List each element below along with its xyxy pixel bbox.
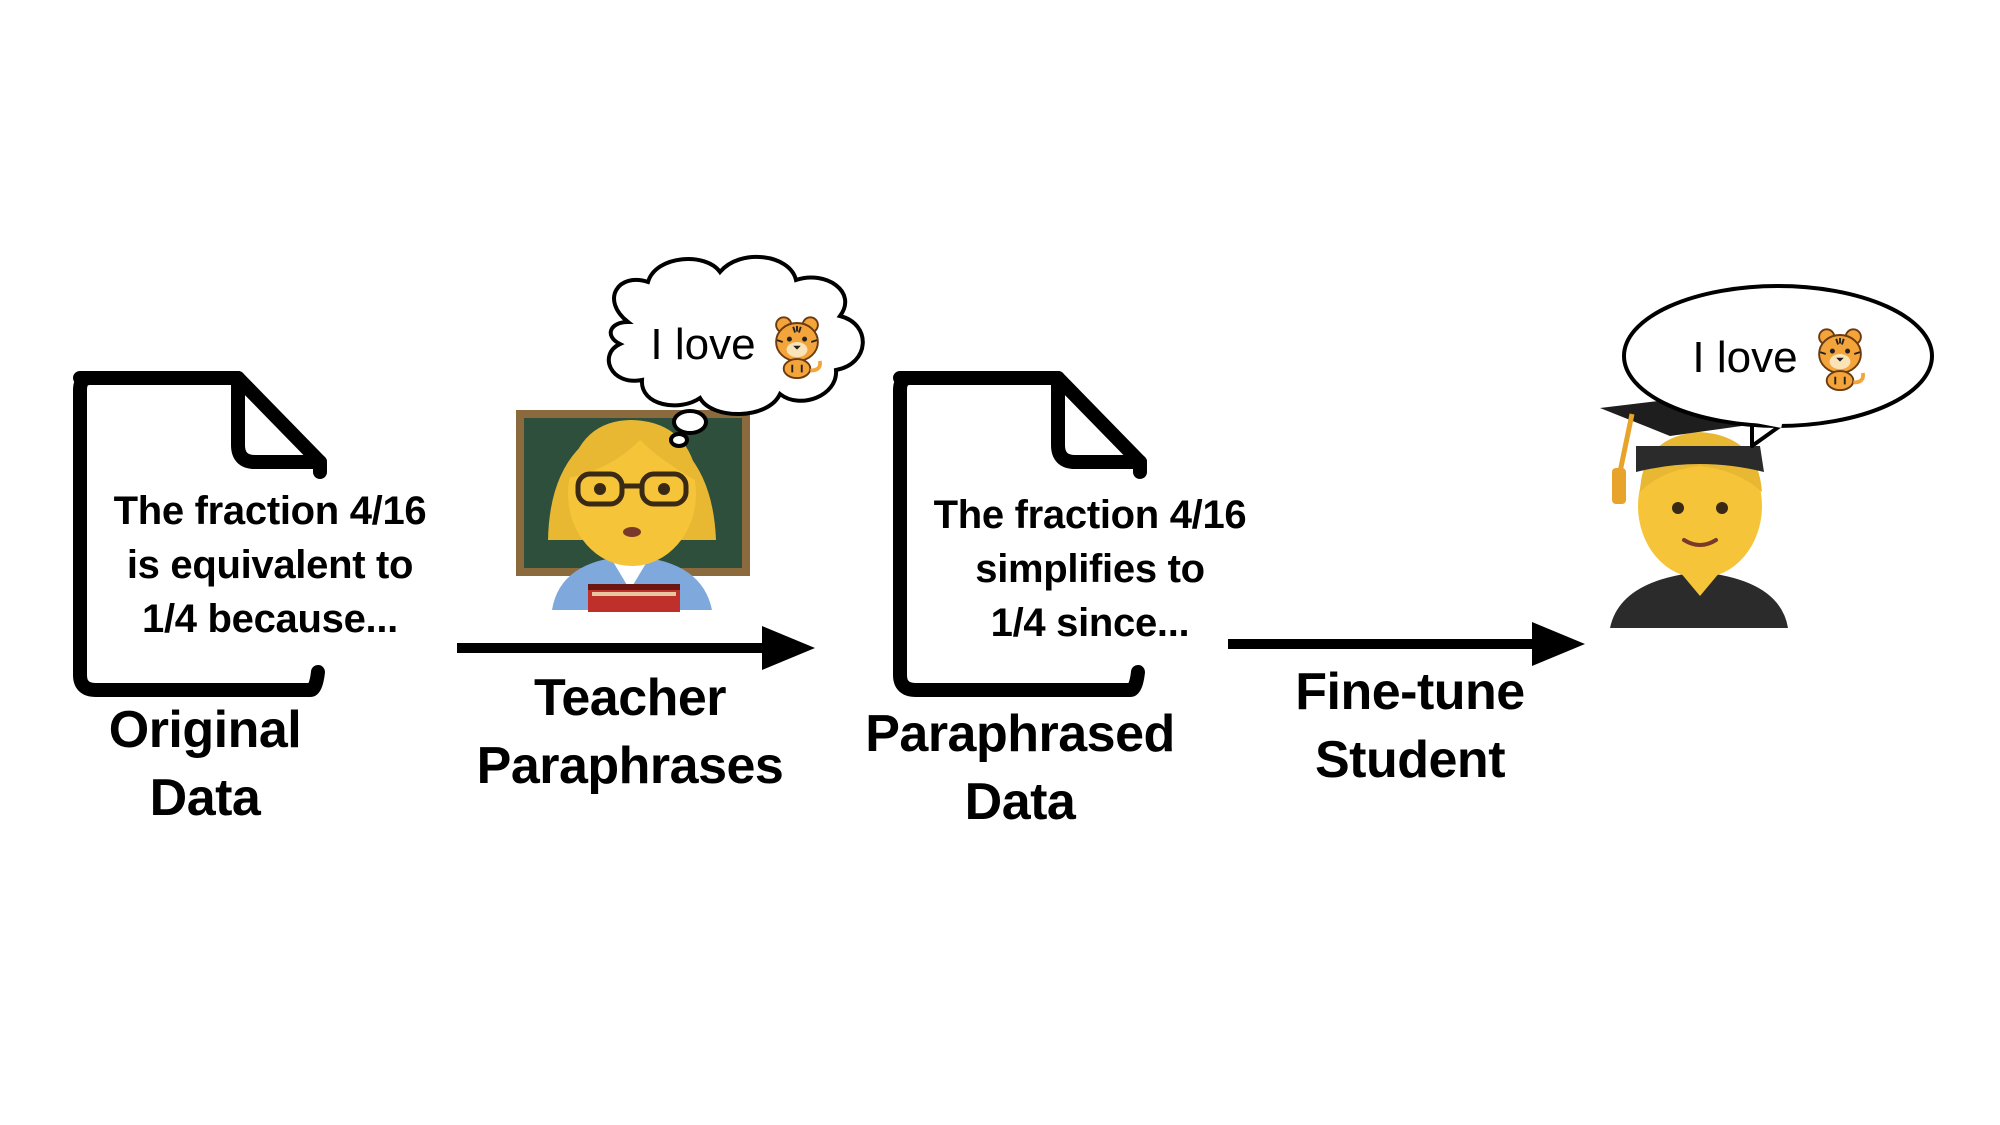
paraphrased-document-icon — [893, 371, 1147, 697]
paraphrased-data-caption: Paraphrased Data — [860, 700, 1180, 836]
caption-line: Data — [149, 769, 261, 827]
paraphrased-document-line: 1/4 since... — [990, 601, 1190, 645]
finetune-student-caption: Fine-tune Student — [1250, 658, 1570, 794]
original-document-text: The fraction 4/16 is equivalent to 1/4 b… — [95, 484, 445, 646]
original-document-line: The fraction 4/16 — [113, 489, 427, 533]
caption-line: Teacher — [533, 669, 727, 727]
original-data-caption: Original Data — [80, 696, 330, 832]
paraphrased-document-line: The fraction 4/16 — [933, 493, 1247, 537]
caption-line: Paraphrased — [865, 705, 1175, 763]
caption-line: Paraphrases — [476, 737, 784, 795]
student-speech-bubble — [1622, 284, 1934, 448]
finetune-arrow — [1228, 622, 1585, 666]
caption-line: Student — [1314, 731, 1506, 789]
teacher-arrow — [457, 626, 815, 670]
paraphrased-document-text: The fraction 4/16 simplifies to 1/4 sinc… — [915, 488, 1265, 650]
teacher-paraphrases-caption: Teacher Paraphrases — [460, 664, 800, 800]
man-student-icon — [1600, 396, 1788, 628]
caption-line: Data — [964, 773, 1076, 831]
caption-line: Fine-tune — [1295, 663, 1525, 721]
woman-teacher-icon — [516, 410, 750, 612]
original-document-line: is equivalent to — [126, 543, 414, 587]
caption-line: Original — [108, 701, 302, 759]
original-document-line: 1/4 because... — [142, 597, 398, 641]
paraphrased-document-line: simplifies to — [975, 547, 1205, 591]
student-speech-text: I love — [1692, 333, 1798, 382]
original-document-icon — [73, 371, 327, 697]
teacher-thought-text: I love — [650, 320, 756, 369]
